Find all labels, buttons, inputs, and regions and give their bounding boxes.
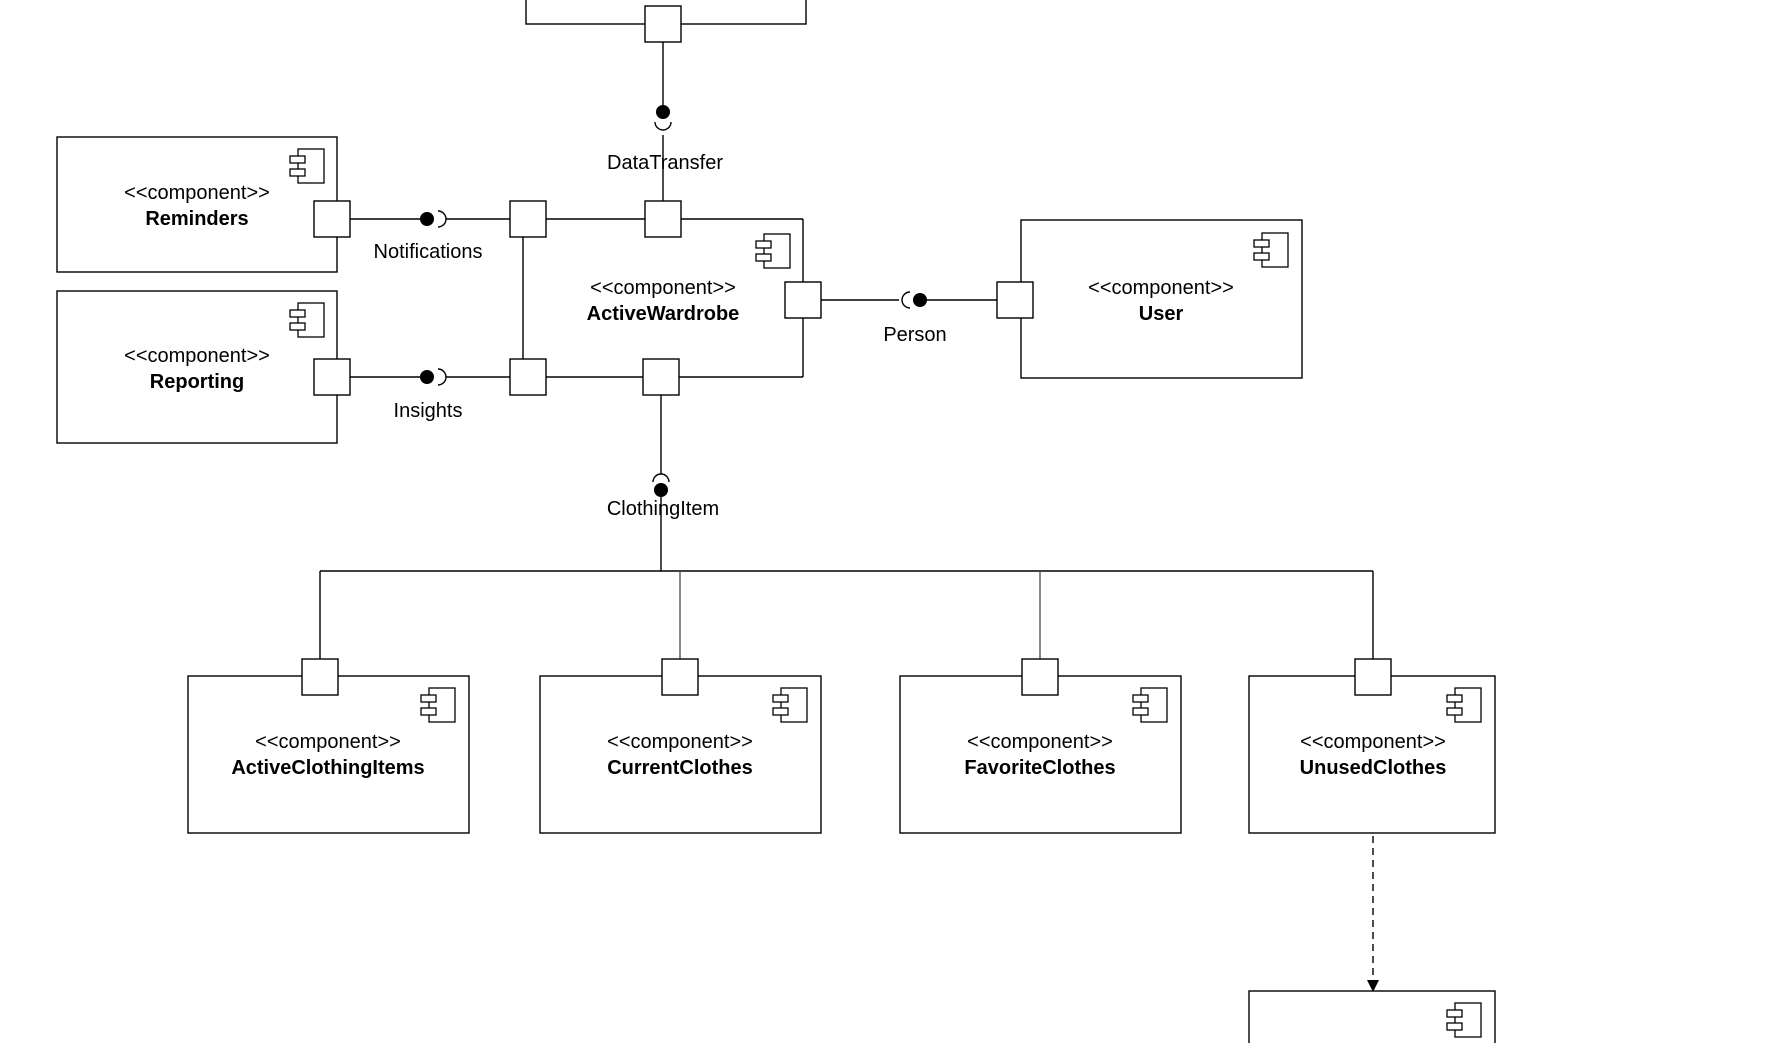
stereotype-label: <<component>> xyxy=(607,731,753,753)
stereotype-label: <<component>> xyxy=(255,731,401,753)
ports xyxy=(301,5,1392,696)
component-reminders[interactable]: <<component>> Reminders xyxy=(56,136,338,273)
component-icon xyxy=(755,233,791,269)
notifications-socket xyxy=(437,210,447,228)
component-name-user: User xyxy=(1139,303,1184,325)
interface-label-insights: Insights xyxy=(394,400,463,422)
interface-symbols xyxy=(420,105,927,497)
notifications-ball xyxy=(420,212,434,226)
port-wardrobe-datatransfer[interactable] xyxy=(644,200,682,238)
port-wardrobe-notifications[interactable] xyxy=(509,200,547,238)
component-unusedclothes[interactable]: <<component>> UnusedClothes xyxy=(1248,675,1496,834)
interface-label-datatransfer: DataTransfer xyxy=(607,152,723,174)
port-favoriteclothes[interactable] xyxy=(1021,658,1059,696)
component-activewardrobe[interactable]: <<component>> ActiveWardrobe xyxy=(587,233,791,325)
component-name-currentclothes: CurrentClothes xyxy=(607,757,753,779)
port-top-component[interactable] xyxy=(644,5,682,43)
port-unusedclothes[interactable] xyxy=(1354,658,1392,696)
port-wardrobe-clothingitem[interactable] xyxy=(642,358,680,396)
stereotype-label: <<component>> xyxy=(1300,731,1446,753)
component-name-reporting: Reporting xyxy=(150,371,244,393)
insights-socket xyxy=(437,368,447,386)
component-name-activewardrobe: ActiveWardrobe xyxy=(587,303,740,325)
port-reminders[interactable] xyxy=(313,200,351,238)
component-favoriteclothes[interactable]: <<component>> FavoriteClothes xyxy=(899,675,1182,834)
person-ball xyxy=(913,293,927,307)
stereotype-label: <<component>> xyxy=(124,345,270,367)
component-name-unusedclothes: UnusedClothes xyxy=(1300,757,1447,779)
port-user[interactable] xyxy=(996,281,1034,319)
stereotype-label: <<component>> xyxy=(1088,277,1234,299)
component-bottom-partial[interactable] xyxy=(1248,990,1496,1043)
clothingitem-ball xyxy=(654,483,668,497)
stereotype-label: <<component>> xyxy=(124,182,270,204)
insights-ball xyxy=(420,370,434,384)
component-name-activeclothingitems: ActiveClothingItems xyxy=(231,757,424,779)
port-activeclothingitems[interactable] xyxy=(301,658,339,696)
stereotype-label: <<component>> xyxy=(590,277,736,299)
stereotype-label: <<component>> xyxy=(967,731,1113,753)
port-wardrobe-insights[interactable] xyxy=(509,358,547,396)
component-currentclothes[interactable]: <<component>> CurrentClothes xyxy=(539,675,822,834)
interface-label-notifications: Notifications xyxy=(374,241,483,263)
port-reporting[interactable] xyxy=(313,358,351,396)
clothingitem-socket xyxy=(652,473,670,483)
component-activeclothingitems[interactable]: <<component>> ActiveClothingItems xyxy=(187,675,470,834)
component-user[interactable]: <<component>> User xyxy=(1020,219,1303,379)
component-name-reminders: Reminders xyxy=(145,208,248,230)
dependency-arrowhead xyxy=(1367,980,1379,992)
datatransfer-socket xyxy=(654,121,672,131)
component-reporting[interactable]: <<component>> Reporting xyxy=(56,290,338,444)
interface-labels: DataTransfer Notifications Insights Pers… xyxy=(374,152,947,520)
datatransfer-ball xyxy=(656,105,670,119)
connectors xyxy=(319,40,1379,992)
interface-label-clothingitem: ClothingItem xyxy=(607,498,719,520)
port-wardrobe-person[interactable] xyxy=(784,281,822,319)
person-socket xyxy=(901,291,911,309)
port-currentclothes[interactable] xyxy=(661,658,699,696)
component-name-favoriteclothes: FavoriteClothes xyxy=(964,757,1115,779)
interface-label-person: Person xyxy=(883,324,946,346)
